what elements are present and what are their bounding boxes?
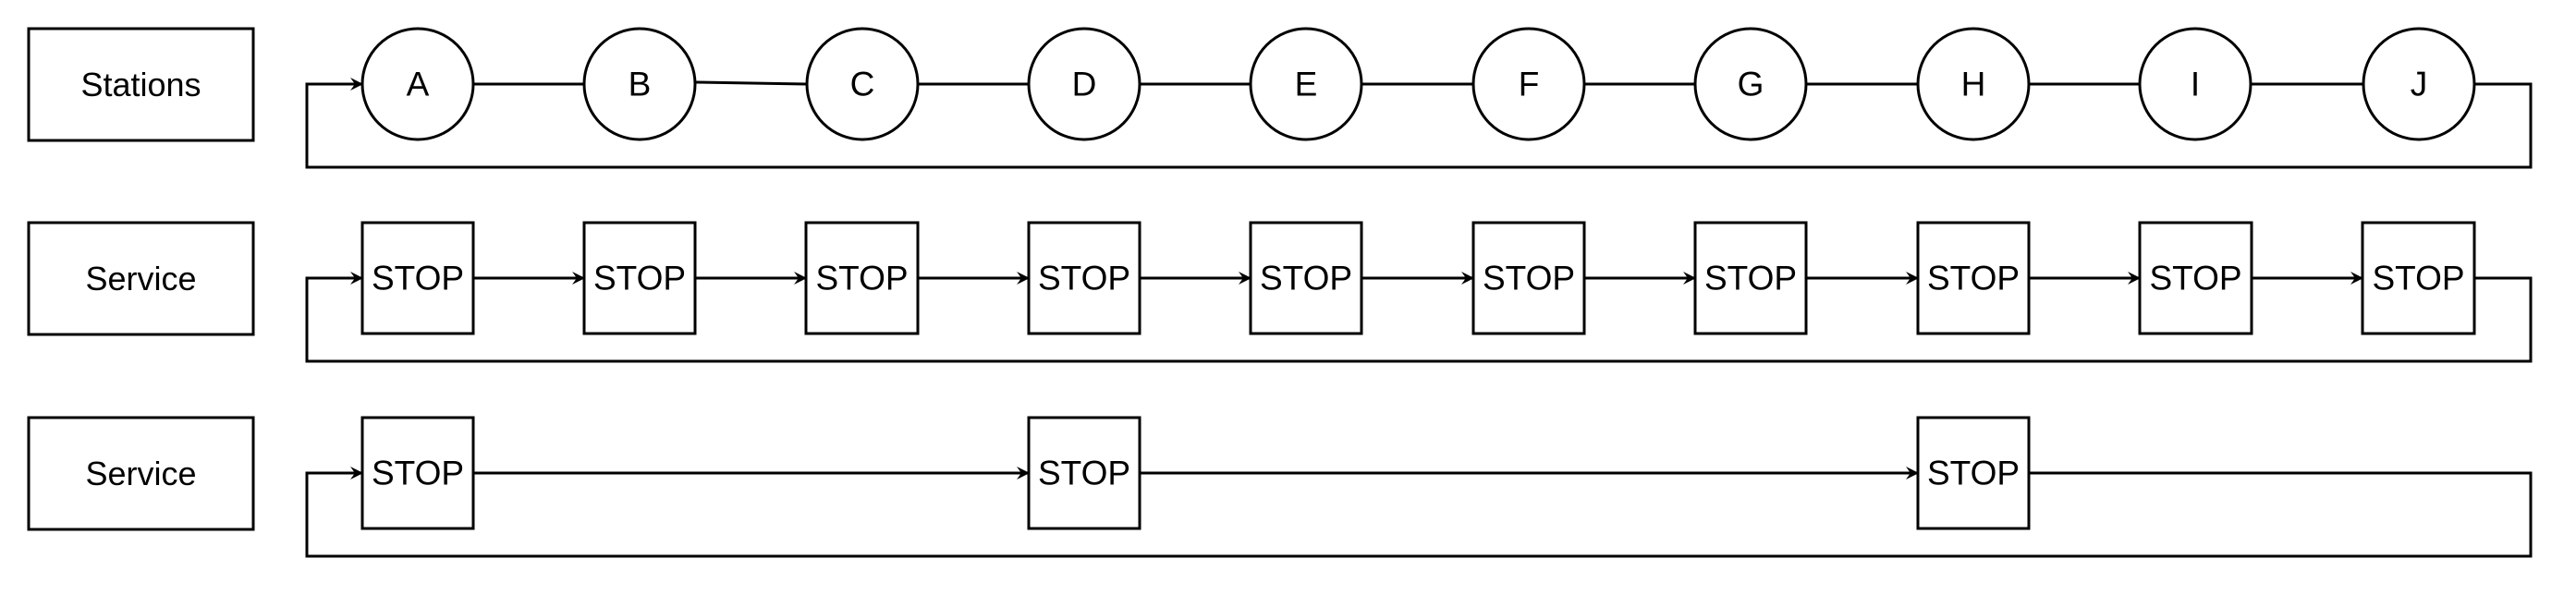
stop-box[interactable]: STOP — [1916, 221, 2031, 335]
station-g[interactable]: G — [1693, 27, 1808, 141]
stop-box[interactable]: STOP — [1027, 221, 1141, 335]
all-stop-service-row: Service STOP STOP STOP STOP — [27, 221, 2533, 363]
station-a[interactable]: A — [360, 27, 475, 141]
stop-box[interactable]: STOP — [1693, 221, 1808, 335]
svg-text:I: I — [2191, 66, 2200, 103]
stop-box[interactable]: STOP — [804, 221, 920, 335]
svg-text:STOP: STOP — [1260, 260, 1352, 297]
svg-text:C: C — [850, 66, 875, 103]
station-j[interactable]: J — [2362, 27, 2476, 141]
stop-box[interactable]: STOP — [1249, 221, 1363, 335]
stop-box[interactable]: STOP — [1027, 416, 1141, 530]
station-d[interactable]: D — [1027, 27, 1141, 141]
svg-text:STOP: STOP — [1483, 260, 1575, 297]
station-i[interactable]: I — [2138, 27, 2252, 141]
svg-text:STOP: STOP — [1927, 455, 2020, 492]
stop-box[interactable]: STOP — [2361, 221, 2476, 335]
stop-box[interactable]: STOP — [1916, 416, 2031, 530]
stop-box[interactable]: STOP — [360, 416, 475, 530]
svg-text:STOP: STOP — [815, 260, 908, 297]
service-label: Service — [85, 455, 196, 492]
stop-box[interactable]: STOP — [1471, 221, 1586, 335]
svg-text:E: E — [1295, 66, 1318, 103]
service-loop-line — [305, 272, 2533, 363]
station-b[interactable]: B — [582, 27, 697, 141]
station-c[interactable]: C — [805, 27, 920, 141]
service-loop-line — [305, 467, 2533, 558]
svg-text:D: D — [1072, 66, 1097, 103]
express-service-row: Service STOP STOP STOP — [27, 416, 2533, 558]
svg-text:STOP: STOP — [1038, 260, 1130, 297]
svg-text:STOP: STOP — [2149, 260, 2241, 297]
service-label: Service — [85, 260, 196, 297]
svg-text:STOP: STOP — [593, 260, 686, 297]
svg-text:B: B — [629, 66, 652, 103]
service-label-box — [27, 416, 255, 531]
stations-label-box — [27, 27, 255, 142]
station-h[interactable]: H — [1916, 27, 2031, 141]
stop-box[interactable]: STOP — [360, 221, 475, 335]
station-link — [695, 80, 807, 86]
svg-text:A: A — [407, 66, 430, 103]
stations-loop-line — [305, 78, 2533, 169]
svg-text:H: H — [1961, 66, 1986, 103]
stations-row: Stations A B C D E — [27, 27, 2533, 169]
svg-text:STOP: STOP — [1927, 260, 2020, 297]
svg-text:J: J — [2411, 66, 2428, 103]
svg-text:STOP: STOP — [1038, 455, 1130, 492]
svg-text:STOP: STOP — [1704, 260, 1797, 297]
svg-text:STOP: STOP — [372, 260, 464, 297]
svg-text:STOP: STOP — [2372, 260, 2464, 297]
svg-text:STOP: STOP — [372, 455, 464, 492]
stop-box[interactable]: STOP — [2138, 221, 2253, 335]
service-label-box — [27, 221, 255, 336]
stations-label: Stations — [80, 66, 201, 103]
station-e[interactable]: E — [1249, 27, 1363, 141]
stop-box[interactable]: STOP — [582, 221, 697, 335]
svg-text:G: G — [1738, 66, 1764, 103]
station-f[interactable]: F — [1471, 27, 1586, 141]
svg-text:F: F — [1519, 66, 1540, 103]
